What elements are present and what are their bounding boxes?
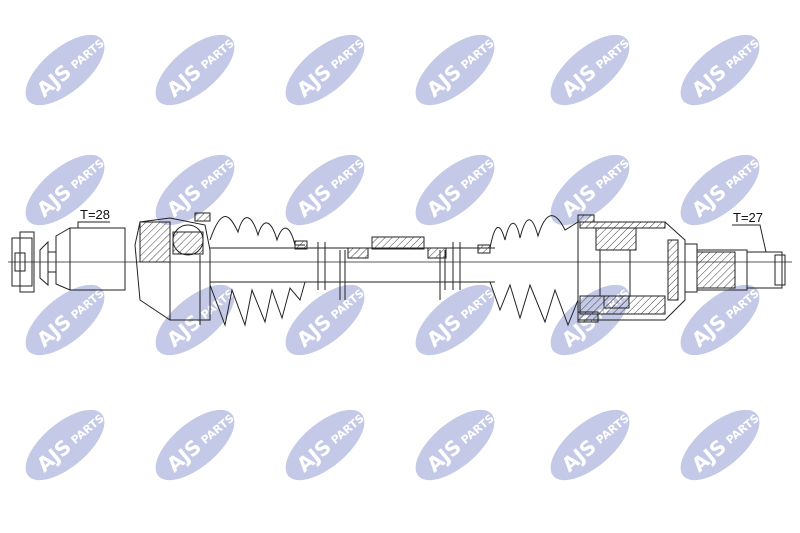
outer-boot [209, 216, 308, 327]
intermediate-shaft [210, 236, 495, 300]
right-spline-count-label: T=27 [733, 210, 763, 225]
inner-stub-shaft [684, 243, 786, 293]
left-nut [11, 231, 35, 293]
outer-stub-shaft [39, 227, 126, 291]
inner-tripod-joint [577, 214, 686, 323]
inner-boot [477, 215, 579, 327]
damper-weight [371, 236, 425, 250]
right-label-leader [732, 224, 767, 253]
left-spline-count-label: T=28 [80, 207, 110, 222]
left-label-leader [77, 221, 110, 228]
outer-cv-joint [134, 212, 211, 325]
